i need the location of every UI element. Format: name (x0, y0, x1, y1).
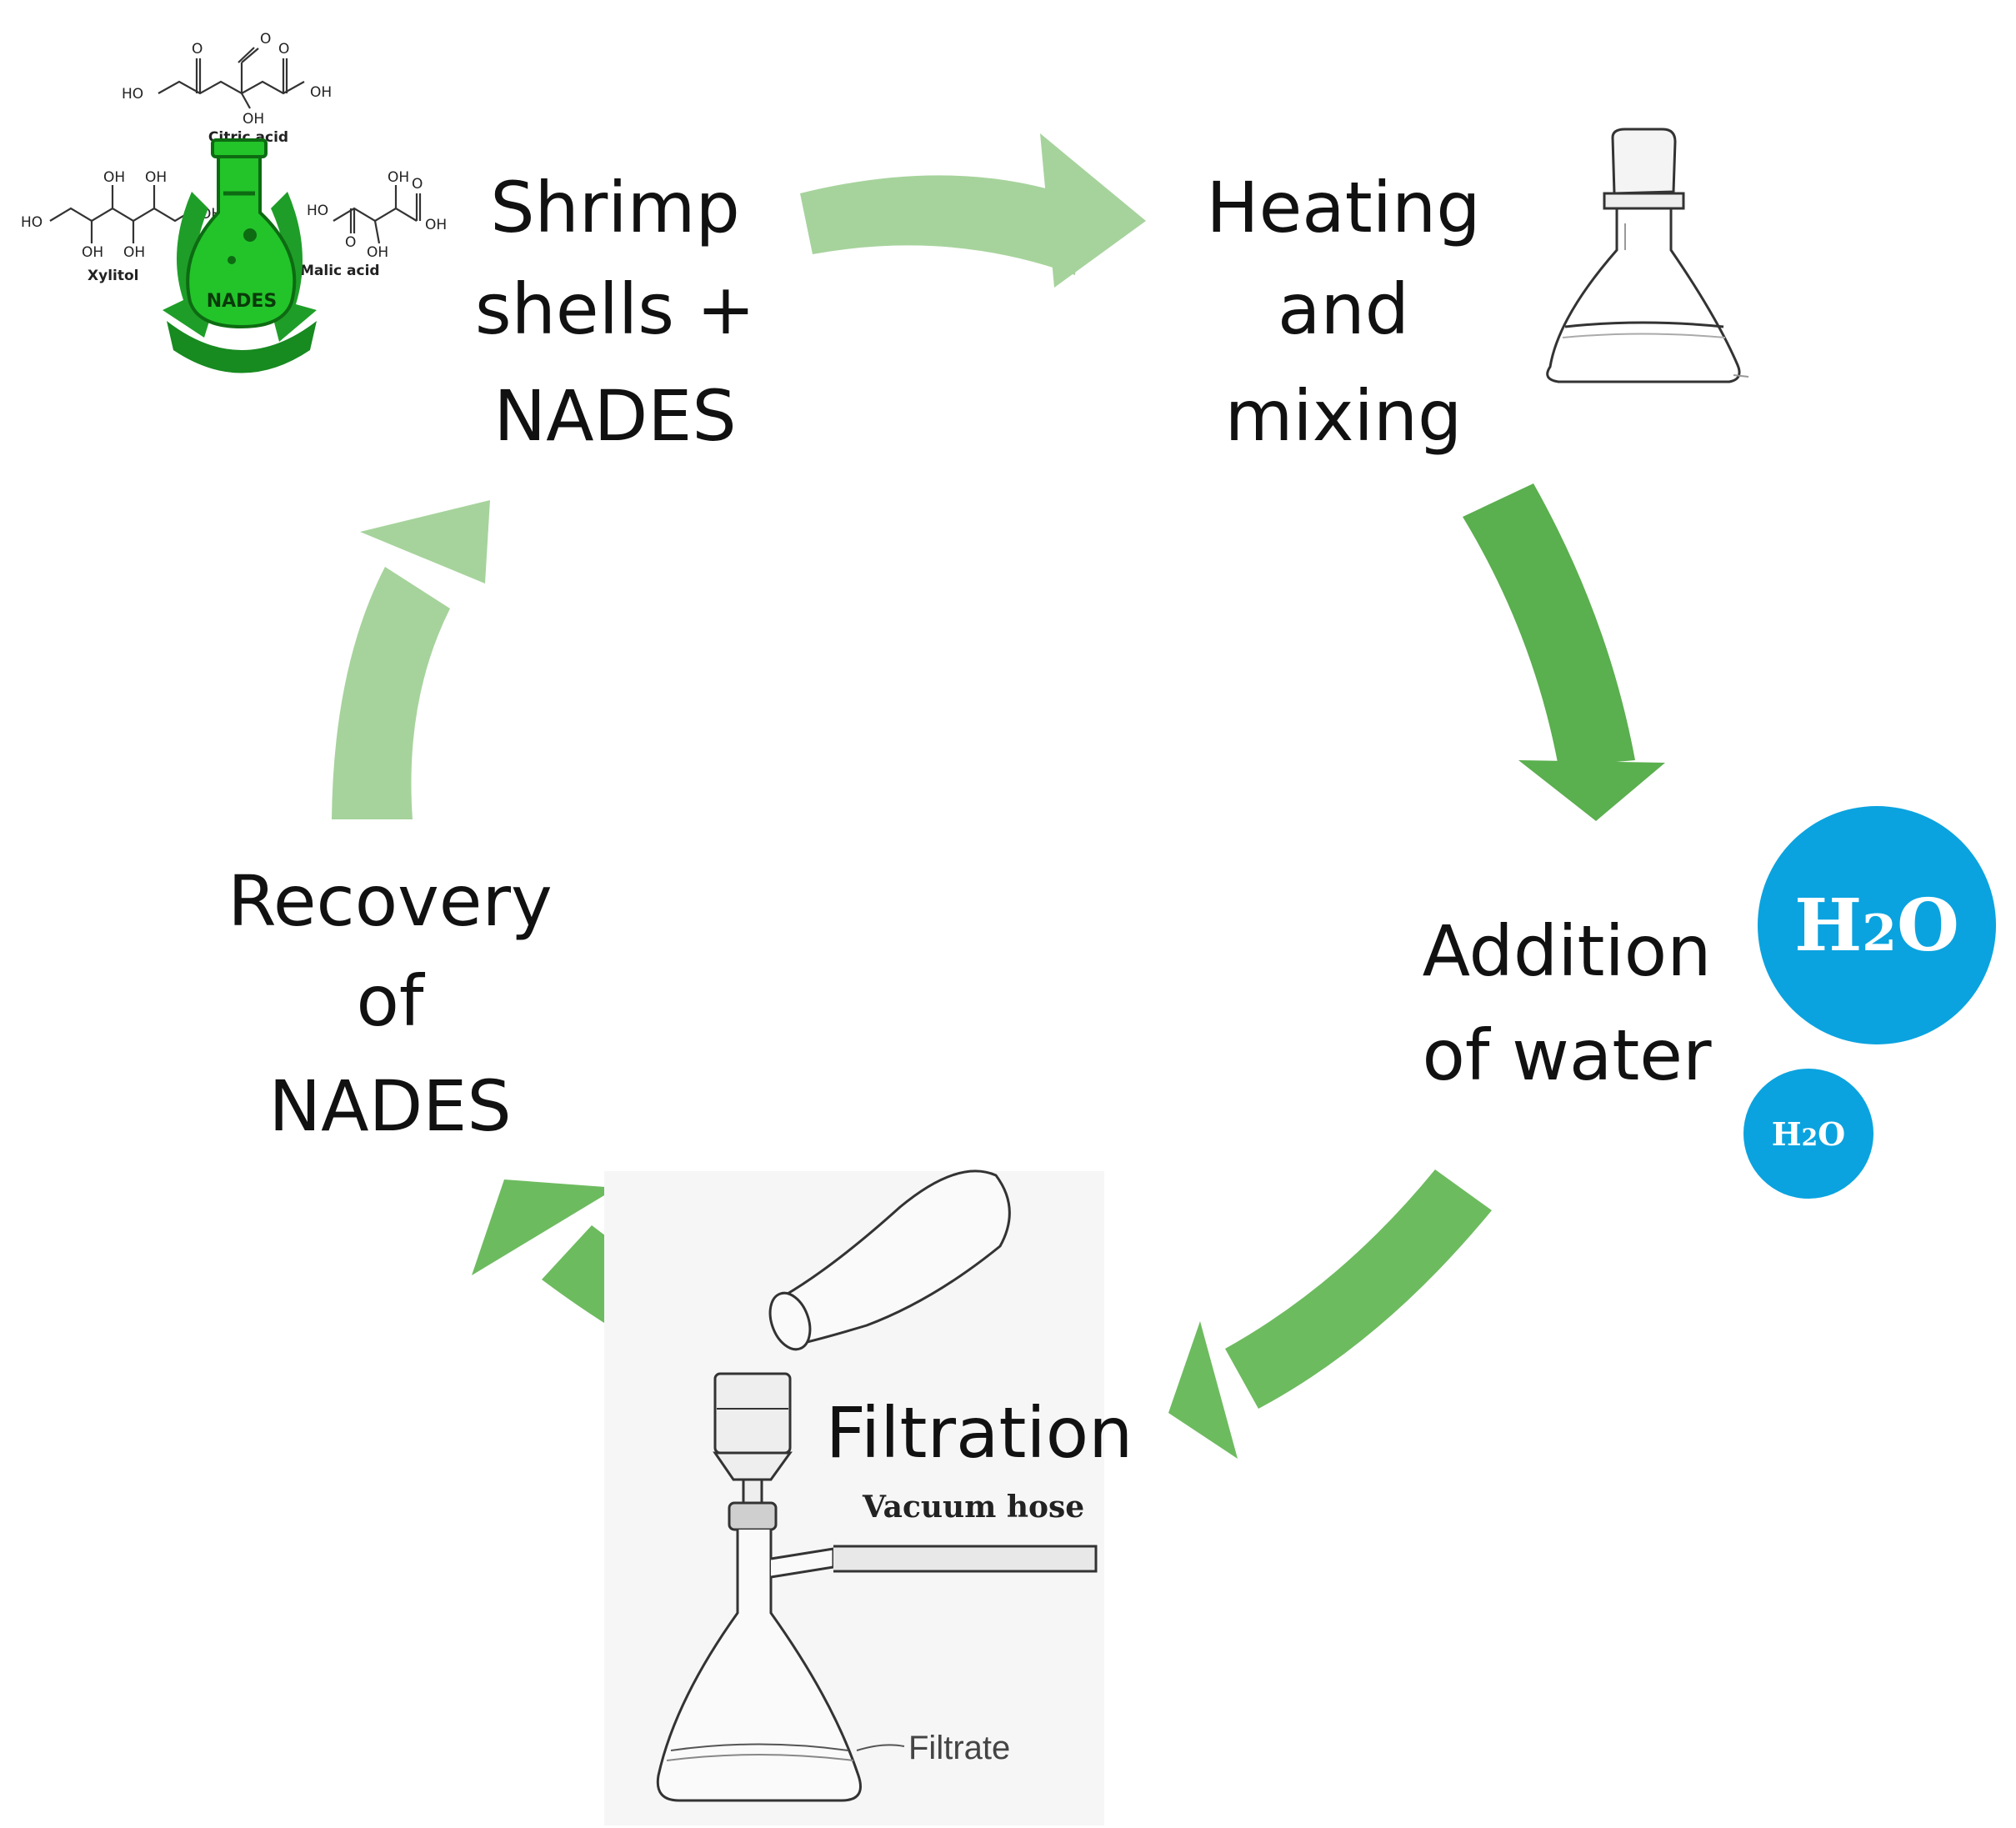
xylitol-label-oh-4: OH (123, 244, 145, 261)
citric-label-oh-bottom: OH (243, 111, 264, 128)
citric-label-o-1: O (192, 41, 203, 58)
step-shrimp-line-1: Shrimp (490, 167, 740, 248)
nades-badge-label: NADES (207, 291, 278, 312)
malic-label-oh-bottom: OH (367, 244, 388, 261)
step-water-line-1: Addition (1423, 910, 1712, 992)
water-drop-large-icon: H2O (1758, 806, 1996, 1044)
h2o-small-h: H (1772, 1115, 1802, 1153)
xylitol-label-oh-1: OH (103, 169, 125, 186)
step-heating-line-2: and (1278, 268, 1409, 350)
h2o-small-o: O (1818, 1115, 1845, 1153)
xylitol-label-ho: HO (21, 214, 43, 231)
xylitol-name: Xylitol (88, 268, 138, 284)
h2o-large-h: H (1794, 884, 1862, 968)
arrow-shrimp-to-heating (800, 133, 1146, 288)
step-recovery-line-2: of (357, 960, 426, 1042)
arrow-recovery-to-shrimp (332, 500, 490, 819)
water-drop-small-icon: H2O (1743, 1069, 1873, 1199)
arrow-heating-to-water (1463, 483, 1665, 821)
malic-acid-structure (333, 185, 422, 244)
citric-label-ho: HO (122, 86, 143, 103)
step-water-line-2: of water (1423, 1014, 1712, 1096)
malic-label-oh-top: OH (388, 169, 409, 186)
xylitol-label-oh-2: OH (145, 169, 167, 186)
filtration-apparatus-icon: Vacuum hose Filtrate (604, 1169, 1104, 1825)
malic-label-ho-1: HO (307, 203, 328, 219)
citric-acid-structure (158, 47, 305, 109)
arrow-water-to-filtration (1168, 1169, 1492, 1459)
step-heating-line-3: mixing (1225, 375, 1463, 457)
step-recovery-line-1: Recovery (228, 860, 552, 942)
citric-label-oh-right: OH (310, 84, 332, 101)
svg-text:H2O: H2O (1772, 1115, 1846, 1153)
step-filtration-label: Filtration (826, 1392, 1133, 1474)
malic-label-o-1: O (345, 234, 356, 251)
erlenmeyer-flask-icon (1546, 128, 1749, 383)
step-recovery-line-3: NADES (268, 1065, 511, 1147)
h2o-small-sub: 2 (1802, 1124, 1818, 1151)
malic-acid-name: Malic acid (300, 263, 380, 279)
filtrate-label: Filtrate (908, 1730, 1010, 1766)
citric-label-o-3: O (278, 41, 289, 58)
h2o-large-sub: 2 (1862, 904, 1897, 963)
step-shrimp-line-2: shells + (475, 268, 755, 350)
h2o-large-o: O (1897, 884, 1959, 968)
xylitol-structure (49, 185, 197, 243)
malic-label-o-2: O (412, 176, 423, 193)
nades-recycle-icon: NADES (163, 138, 317, 373)
step-shrimp-line-3: NADES (493, 375, 736, 457)
citric-label-o-2: O (260, 31, 271, 48)
svg-text:H2O: H2O (1794, 884, 1959, 968)
vacuum-hose-label: Vacuum hose (862, 1490, 1084, 1525)
xylitol-label-oh-3: OH (82, 244, 103, 261)
malic-label-oh-right: OH (425, 217, 447, 233)
step-heating-line-1: Heating (1206, 167, 1480, 248)
nades-components-cluster: HO OH OH O O O Citric acid HO OH OH OH O… (21, 31, 447, 373)
